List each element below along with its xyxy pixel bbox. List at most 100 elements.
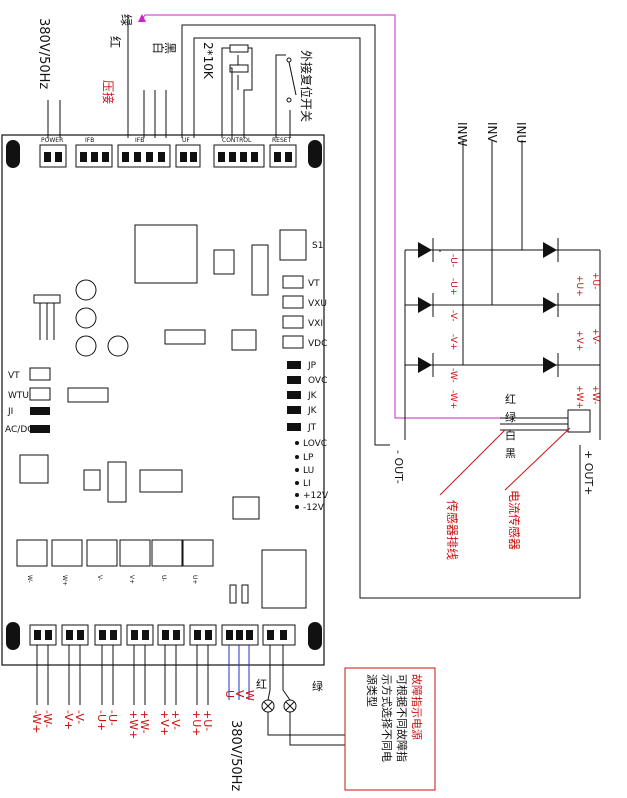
bottom-output-labels: -W+ -W- -V+ -V- -U+ -U- +W+ +W- +V+ +V- …	[30, 690, 256, 739]
power-input-wires	[228, 645, 250, 700]
svg-text:-W-: -W-	[448, 368, 458, 383]
svg-text:+W-: +W-	[138, 710, 151, 734]
crimp-label: 压接	[101, 80, 116, 104]
svg-text:LU: LU	[303, 466, 314, 476]
svg-text:+V-: +V-	[169, 710, 182, 730]
left-labels: VT WTU JI AC/DC	[5, 371, 34, 435]
svg-text:POWER: POWER	[41, 137, 63, 144]
control-board	[1, 134, 325, 666]
resistor	[241, 584, 249, 604]
svg-text:INU: INU	[514, 122, 528, 143]
fault-line-2: 示方式选择不同电	[380, 674, 394, 762]
svg-text:-V-: -V-	[448, 310, 458, 322]
svg-text:W+: W+	[61, 575, 68, 586]
svg-text:VT: VT	[308, 279, 320, 289]
svg-text:-W+: -W+	[30, 710, 43, 734]
fault-power-text: 故障指示电源 可根据不同故障指 示方式选择不同电 源类型	[365, 674, 424, 762]
svg-text:-V-: -V-	[73, 710, 86, 724]
resistor	[229, 584, 237, 604]
svg-text:CONTROL: CONTROL	[222, 137, 252, 144]
svg-text:V-: V-	[96, 575, 103, 581]
svg-text:+U-: +U-	[201, 710, 214, 731]
svg-text:LOVC: LOVC	[303, 439, 327, 449]
top-wires	[47, 15, 581, 599]
lamp-green-label: 绿	[312, 679, 323, 693]
wire-black-label: 黑	[163, 42, 177, 54]
svg-text:INW: INW	[455, 122, 469, 147]
svg-text:U: U	[223, 690, 236, 698]
svg-text:+W+: +W+	[127, 710, 140, 739]
svg-text:VXI: VXI	[308, 319, 323, 329]
svg-text:+U-: +U-	[590, 272, 600, 289]
bottom-power-label: 380V/50Hz	[228, 720, 243, 791]
mount-hole	[308, 622, 322, 650]
svg-text:-W-: -W-	[41, 710, 54, 728]
svg-text:JK: JK	[307, 391, 318, 401]
svg-text:VDC: VDC	[308, 339, 327, 349]
gate-drivers	[16, 539, 214, 567]
svg-text:WTU: WTU	[8, 391, 29, 401]
mount-hole	[6, 140, 20, 168]
svg-text:-12V: -12V	[303, 503, 325, 513]
svg-text:U+: U+	[191, 575, 198, 584]
power-label: 380V/50Hz	[36, 18, 51, 89]
svg-text:W: W	[243, 690, 256, 701]
current-sensor-label: 电流传感器	[507, 490, 522, 550]
fault-line-1: 可根据不同故障指	[395, 674, 409, 762]
sensor-cable-label: 传感器排线	[445, 500, 460, 560]
mount-hole	[6, 622, 20, 650]
input-labels: INW INV INU	[455, 122, 528, 147]
gate-labels: W- W+ V- V+ U- U+	[26, 575, 198, 586]
svg-text:VXU: VXU	[308, 299, 327, 309]
svg-text:红: 红	[505, 393, 516, 406]
svg-text:+12V: +12V	[303, 491, 329, 501]
capacitors	[75, 279, 129, 357]
bottom-wires	[36, 645, 345, 746]
ic-chips	[19, 244, 269, 520]
svg-text:AC/DC: AC/DC	[5, 425, 34, 435]
svg-text:JP: JP	[307, 361, 317, 371]
svg-text:UF: UF	[182, 137, 190, 144]
svg-text:-U+: -U+	[95, 710, 108, 731]
svg-text:黑: 黑	[505, 447, 516, 460]
heat-sink	[33, 294, 61, 340]
side-labels: VT VXU VXI VDC JP OVC JK JK JT LOVC LP L…	[303, 279, 329, 513]
out-minus-label: - OUT-	[392, 450, 405, 484]
svg-text:+W+: +W+	[574, 385, 584, 409]
svg-text:OVC: OVC	[308, 376, 327, 386]
igbt-modules	[418, 242, 557, 373]
svg-text:INV: INV	[485, 122, 499, 144]
left-indicators	[29, 367, 51, 433]
svg-text:-V+: -V+	[62, 710, 75, 730]
top-connectors	[39, 144, 297, 168]
svg-text:LP: LP	[303, 453, 314, 463]
bridge-labels: -U- -U+ -V- -V+ -W- -W+ +U- +U+ +V- +V+ …	[448, 254, 600, 409]
pointer-line	[439, 429, 506, 496]
svg-text:+V-: +V-	[590, 328, 600, 344]
fault-line-3: 源类型	[365, 674, 379, 707]
svg-text:U-: U-	[160, 575, 167, 582]
fault-power-box	[344, 667, 436, 791]
svg-text:JK: JK	[307, 406, 318, 416]
s1-label: S1	[312, 241, 323, 251]
current-sensor	[567, 409, 591, 433]
connector-pins	[44, 152, 292, 162]
svg-text:+V+: +V+	[574, 330, 584, 351]
svg-text:绿: 绿	[505, 410, 516, 424]
sensor-leads	[500, 417, 568, 431]
svg-text:W-: W-	[26, 575, 33, 583]
svg-text:LI: LI	[303, 479, 311, 489]
svg-text:IFB: IFB	[85, 137, 94, 144]
switch-s1	[279, 229, 307, 261]
out-plus-label: + OUT+	[582, 450, 595, 495]
pot-label: 2*10K	[201, 42, 215, 80]
fault-title: 故障指示电源	[410, 674, 424, 740]
svg-text:JI: JI	[7, 407, 13, 417]
bottom-pins	[34, 630, 287, 640]
sensor-wire-labels: 红 绿 白 黑	[505, 393, 516, 460]
svg-text:+U+: +U+	[574, 275, 584, 297]
bottom-connectors	[29, 624, 296, 646]
svg-text:-U+: -U+	[448, 278, 458, 295]
connector-labels: POWER IFB IFB UF CONTROL RESET	[41, 137, 292, 144]
